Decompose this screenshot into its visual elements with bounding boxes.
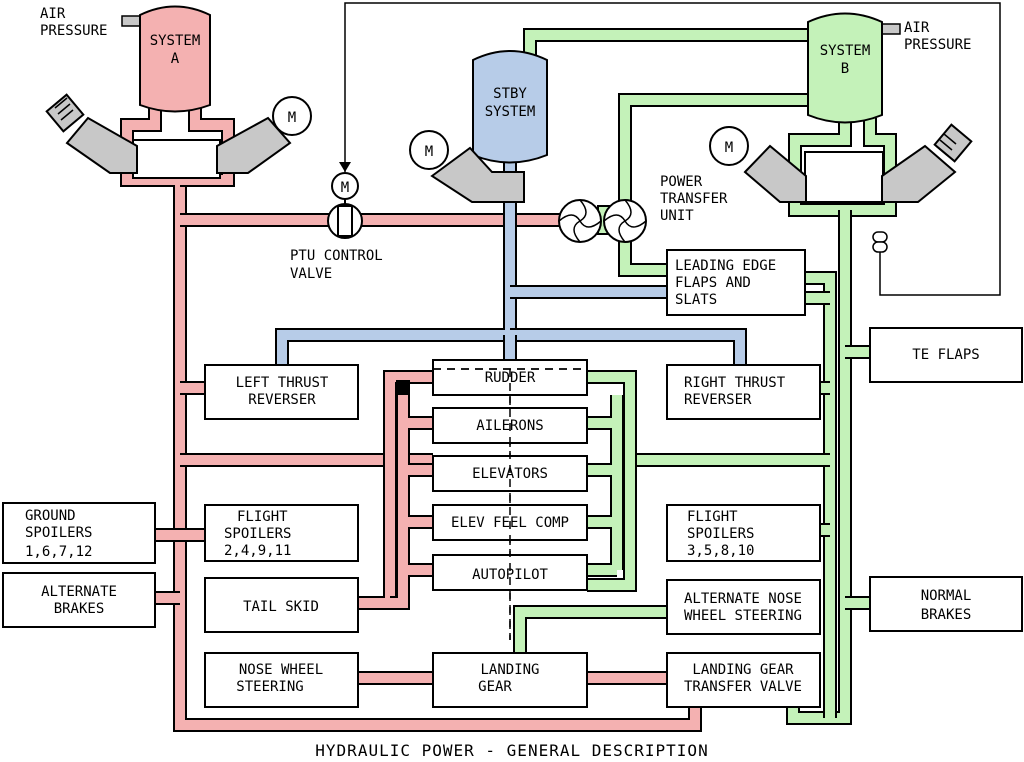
reservoir-a-line1: SYSTEM [150, 33, 201, 49]
alternate-brakes-line1: ALTERNATE [41, 584, 117, 600]
system-a-pumps: M [45, 93, 312, 179]
ptu-label-line2: TRANSFER [660, 191, 728, 207]
ptu-label-line1: POWER [660, 174, 703, 190]
standby-lines [275, 162, 747, 365]
air-pressure-a-line1: AIR [40, 6, 66, 22]
reservoir-system-a: SYSTEM A [139, 5, 211, 113]
ground-spoilers-line2: SPOILERS [25, 525, 92, 541]
ground-spoilers-line1: GROUND [25, 508, 76, 524]
normal-brakes-line2: BRAKES [921, 607, 972, 623]
landing-gear-line2: GEAR [478, 679, 512, 695]
electric-pump-stby-icon: M [409, 130, 525, 203]
stby-pump: M [409, 130, 525, 203]
system-a-lines [120, 105, 702, 732]
box-left-thrust: LEFT THRUST REVERSER [204, 364, 359, 420]
autopilot-label: AUTOPILOT [472, 567, 548, 583]
motor-b-label: M [725, 140, 733, 156]
reservoir-system-b: SYSTEM B [807, 12, 883, 124]
ptu-label-line3: UNIT [660, 208, 694, 224]
alt-nose-wheel-line2: WHEEL STEERING [684, 608, 802, 624]
system-b-lines [513, 28, 897, 725]
box-ground-spoilers: GROUND SPOILERS 1,6,7,12 [2, 502, 156, 564]
lg-transfer-line2: TRANSFER VALVE [684, 679, 802, 695]
system-b-pumps: M [709, 123, 973, 203]
box-nose-wheel: NOSE WHEEL STEERING [204, 652, 359, 708]
diagram-caption: HYDRAULIC POWER - GENERAL DESCRIPTION [315, 741, 708, 760]
box-te-flaps: TE FLAPS [869, 327, 1023, 383]
flight-spoilers-left-line3: 2,4,9,11 [224, 543, 291, 559]
ptu-valve-label-line1: PTU CONTROL [290, 248, 383, 264]
box-alt-nose-wheel: ALTERNATE NOSE WHEEL STEERING [666, 579, 821, 635]
alt-nose-wheel-line1: ALTERNATE NOSE [684, 591, 802, 607]
leading-edge-line3: SLATS [675, 292, 717, 308]
flight-spoilers-right-line3: 3,5,8,10 [687, 543, 754, 559]
landing-gear-line1: LANDING [480, 662, 539, 678]
flight-spoilers-right-line1: FLIGHT [687, 509, 738, 525]
nose-wheel-line2: STEERING [236, 679, 303, 695]
left-thrust-line2: REVERSER [248, 392, 316, 408]
engine-pump-a-icon [45, 93, 138, 174]
leading-edge-line1: LEADING EDGE [675, 258, 776, 274]
box-normal-brakes: NORMAL BRAKES [869, 576, 1023, 632]
air-pressure-a-line2: PRESSURE [40, 23, 107, 39]
box-flight-spoilers-right: FLIGHT SPOILERS 3,5,8,10 [666, 504, 821, 562]
reservoir-stby-line2: SYSTEM [485, 104, 536, 120]
box-flight-spoilers-left: FLIGHT SPOILERS 2,4,9,11 [204, 504, 359, 562]
air-pressure-b-line1: AIR [904, 20, 930, 36]
box-tail-skid: TAIL SKID [204, 577, 359, 633]
normal-brakes-line1: NORMAL [921, 588, 972, 604]
electric-pump-a-icon: M [216, 96, 312, 174]
flight-spoilers-right-line2: SPOILERS [687, 526, 754, 542]
reservoir-b-line2: B [841, 61, 849, 77]
left-thrust-line1: LEFT THRUST [236, 375, 329, 391]
reservoir-stby: STBY SYSTEM [472, 50, 548, 164]
tail-skid-label: TAIL SKID [243, 599, 319, 615]
reservoir-stby-line1: STBY [493, 86, 527, 102]
elevators-label: ELEVATORS [472, 466, 548, 482]
te-flaps-line1: TE FLAPS [912, 347, 979, 363]
ptu-valve-label-line2: VALVE [290, 266, 332, 282]
nose-wheel-line1: NOSE WHEEL [239, 662, 323, 678]
box-landing-gear: LANDING GEAR [432, 652, 588, 708]
motor-a-label: M [288, 110, 296, 126]
rudder-label: RUDDER [485, 370, 536, 386]
flight-spoilers-left-line1: FLIGHT [237, 509, 288, 525]
ptu-control-valve: M PTU CONTROL VALVE [290, 172, 383, 282]
fuse-icon [872, 231, 888, 253]
right-thrust-line1: RIGHT THRUST [684, 375, 786, 391]
motor-stby-label: M [425, 144, 433, 160]
box-lg-transfer: LANDING GEAR TRANSFER VALVE [666, 652, 821, 708]
ground-spoilers-line3: 1,6,7,12 [25, 544, 92, 560]
electric-pump-b-icon: M [709, 126, 807, 203]
right-thrust-line2: REVERSER [684, 392, 752, 408]
box-leading-edge: LEADING EDGE FLAPS AND SLATS [666, 249, 806, 316]
lg-transfer-line1: LANDING GEAR [692, 662, 794, 678]
alternate-brakes-line2: BRAKES [54, 601, 105, 617]
box-rudder: RUDDER [432, 359, 588, 396]
ptu-valve-motor-label: M [341, 180, 349, 196]
power-transfer-unit: POWER TRANSFER UNIT [558, 174, 728, 243]
air-pressure-b-line2: PRESSURE [904, 37, 971, 53]
flight-spoilers-left-line2: SPOILERS [224, 526, 291, 542]
engine-pump-b-icon [881, 123, 973, 203]
leading-edge-line2: FLAPS AND [675, 275, 751, 291]
reservoir-b-line1: SYSTEM [820, 43, 871, 59]
reservoir-a-line2: A [171, 51, 180, 67]
box-right-thrust: RIGHT THRUST REVERSER [666, 364, 821, 420]
box-alternate-brakes: ALTERNATE BRAKES [2, 572, 156, 628]
